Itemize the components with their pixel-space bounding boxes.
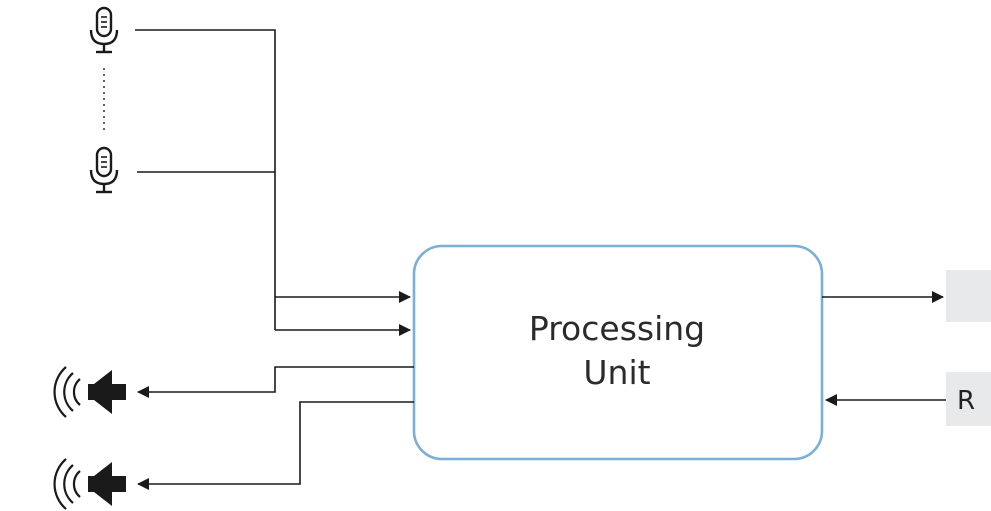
speaker-1-wire [137, 366, 414, 398]
microphone-icon [89, 146, 119, 194]
right-output-block [946, 270, 991, 322]
mic-1-wire [135, 29, 276, 330]
microphone-icon [89, 6, 119, 54]
speaker-2-wire [137, 401, 414, 490]
speaker-icon [53, 458, 126, 510]
right-input-block-label: R [957, 386, 975, 416]
processing-unit-label-line1: Processing [529, 309, 705, 348]
speaker-icon [53, 366, 126, 418]
right-input-block [946, 372, 991, 426]
processing-unit-label-line2: Unit [583, 353, 650, 392]
processing-unit-box [412, 244, 824, 461]
